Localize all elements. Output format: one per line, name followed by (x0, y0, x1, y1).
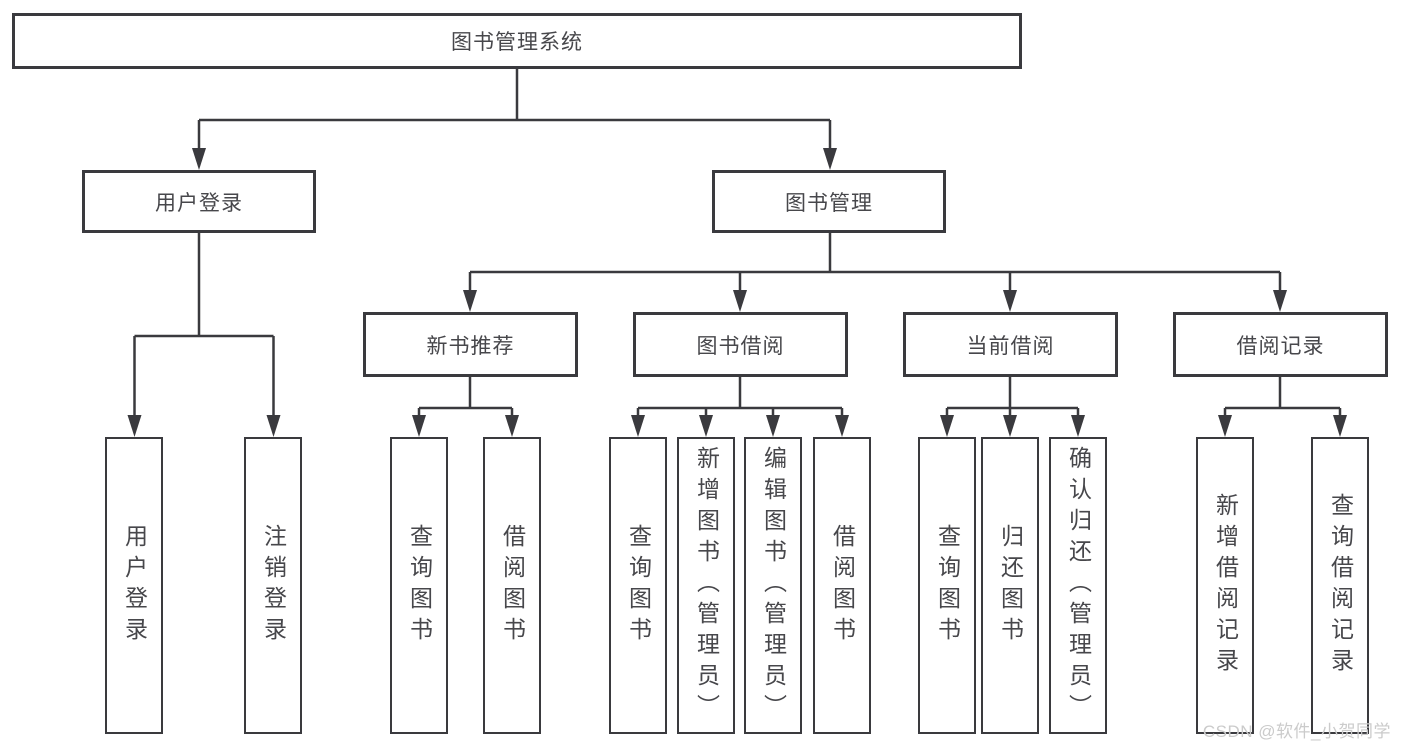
leaf-borrow-borrow-books: 借阅图书 (813, 437, 871, 734)
leaf-query-borrow-record: 查询借阅记录 (1311, 437, 1369, 734)
node-new-book-recommend: 新书推荐 (363, 312, 578, 377)
leaf-recommend-query-books: 查询图书 (390, 437, 448, 734)
node-root: 图书管理系统 (12, 13, 1022, 69)
node-book-borrow: 图书借阅 (633, 312, 848, 377)
leaf-user-login-label: 用户登录 (121, 523, 148, 648)
leaf-confirm-return-admin: 确认归还（管理员） (1049, 437, 1107, 734)
node-current-borrow-label: 当前借阅 (966, 334, 1055, 358)
leaf-borrow-query-books-label: 查询图书 (625, 523, 652, 648)
leaf-current-query-books-label: 查询图书 (934, 523, 961, 648)
node-book-borrow-label: 图书借阅 (696, 334, 785, 358)
leaf-add-borrow-record: 新增借阅记录 (1196, 437, 1254, 734)
node-user-login-label: 用户登录 (155, 191, 243, 215)
leaf-add-book-admin-label: 新增图书（管理员） (693, 446, 720, 725)
leaf-recommend-borrow-books: 借阅图书 (483, 437, 541, 734)
leaf-edit-book-admin-label: 编辑图书（管理员） (760, 446, 787, 725)
leaf-logout: 注销登录 (244, 437, 302, 734)
watermark-text: CSDN @软件_小贺同学 (1202, 722, 1391, 741)
leaf-return-book: 归还图书 (981, 437, 1039, 734)
leaf-recommend-query-books-label: 查询图书 (406, 523, 433, 648)
leaf-user-login: 用户登录 (105, 437, 163, 734)
leaf-add-book-admin: 新增图书（管理员） (677, 437, 735, 734)
leaf-edit-book-admin: 编辑图书（管理员） (744, 437, 802, 734)
leaf-confirm-return-admin-label: 确认归还（管理员） (1065, 446, 1092, 725)
node-book-management-label: 图书管理 (785, 191, 873, 215)
node-borrow-record: 借阅记录 (1173, 312, 1388, 377)
leaf-current-query-books: 查询图书 (918, 437, 976, 734)
node-current-borrow: 当前借阅 (903, 312, 1118, 377)
node-book-management: 图书管理 (712, 170, 946, 233)
node-borrow-record-label: 借阅记录 (1236, 334, 1325, 358)
leaf-return-book-label: 归还图书 (997, 523, 1024, 648)
leaf-borrow-borrow-books-label: 借阅图书 (829, 523, 856, 648)
leaf-query-borrow-record-label: 查询借阅记录 (1327, 492, 1354, 679)
leaf-borrow-query-books: 查询图书 (609, 437, 667, 734)
node-root-label: 图书管理系统 (451, 31, 583, 54)
node-user-login: 用户登录 (82, 170, 316, 233)
leaf-logout-label: 注销登录 (260, 523, 287, 648)
leaf-recommend-borrow-books-label: 借阅图书 (499, 523, 526, 648)
node-new-book-recommend-label: 新书推荐 (426, 334, 515, 358)
leaf-add-borrow-record-label: 新增借阅记录 (1212, 492, 1239, 679)
